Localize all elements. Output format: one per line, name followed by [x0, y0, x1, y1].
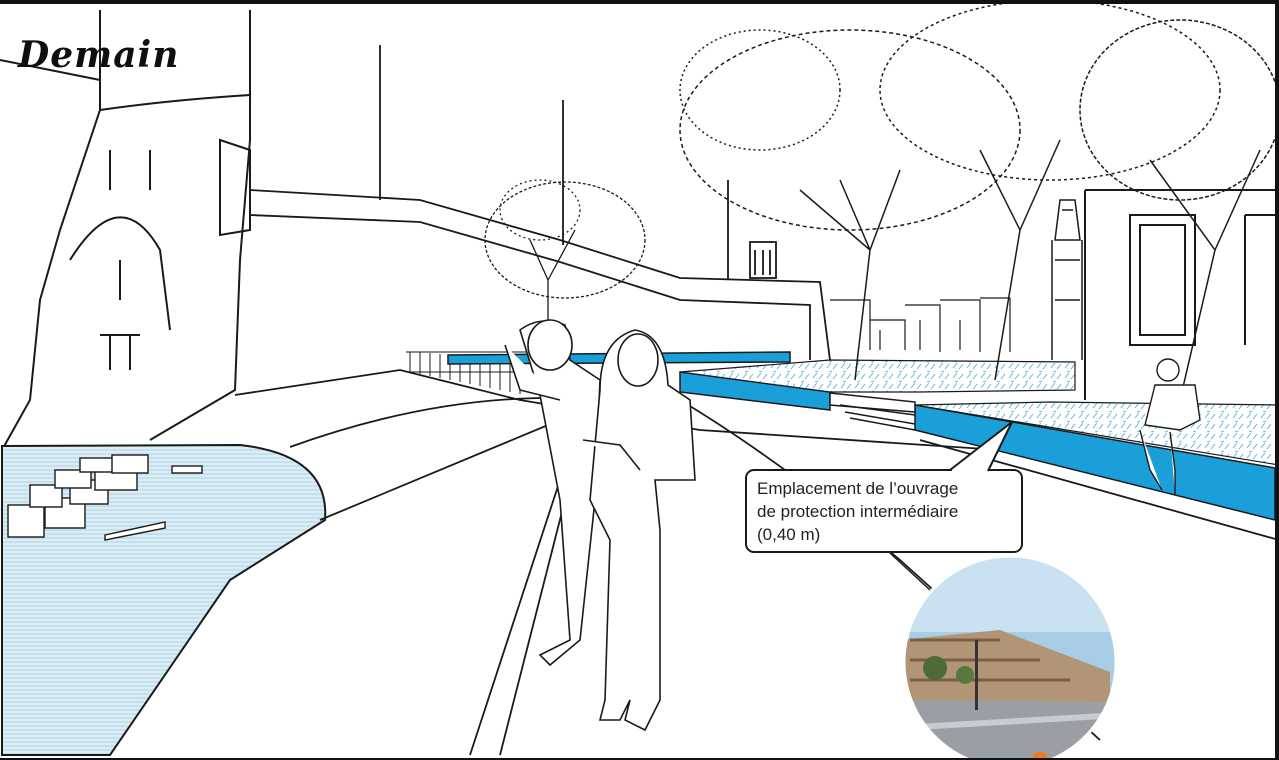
tower [0, 10, 251, 451]
lighthouse-icon [1051, 199, 1083, 360]
page-title: Demain [18, 34, 180, 76]
callout-line-1: Emplacement de l’ouvrage [757, 479, 959, 498]
callout-leader [889, 552, 931, 591]
right-building [1084, 189, 1279, 400]
person-figure [1139, 358, 1201, 495]
person-figure [582, 329, 696, 732]
callout-line-2: de protection intermédiaire [757, 502, 959, 521]
background-houses [830, 297, 1011, 352]
stepping-blocks [7, 454, 203, 541]
rampart [234, 45, 1001, 451]
tree-icon [484, 179, 646, 330]
photo-inset [904, 556, 1116, 760]
person-figure [504, 319, 601, 667]
tree-icon [679, 0, 1279, 401]
callout-line-3: (0,40 m) [757, 525, 821, 544]
callout-box: Emplacement de l’ouvrage de protection i… [745, 469, 1023, 553]
